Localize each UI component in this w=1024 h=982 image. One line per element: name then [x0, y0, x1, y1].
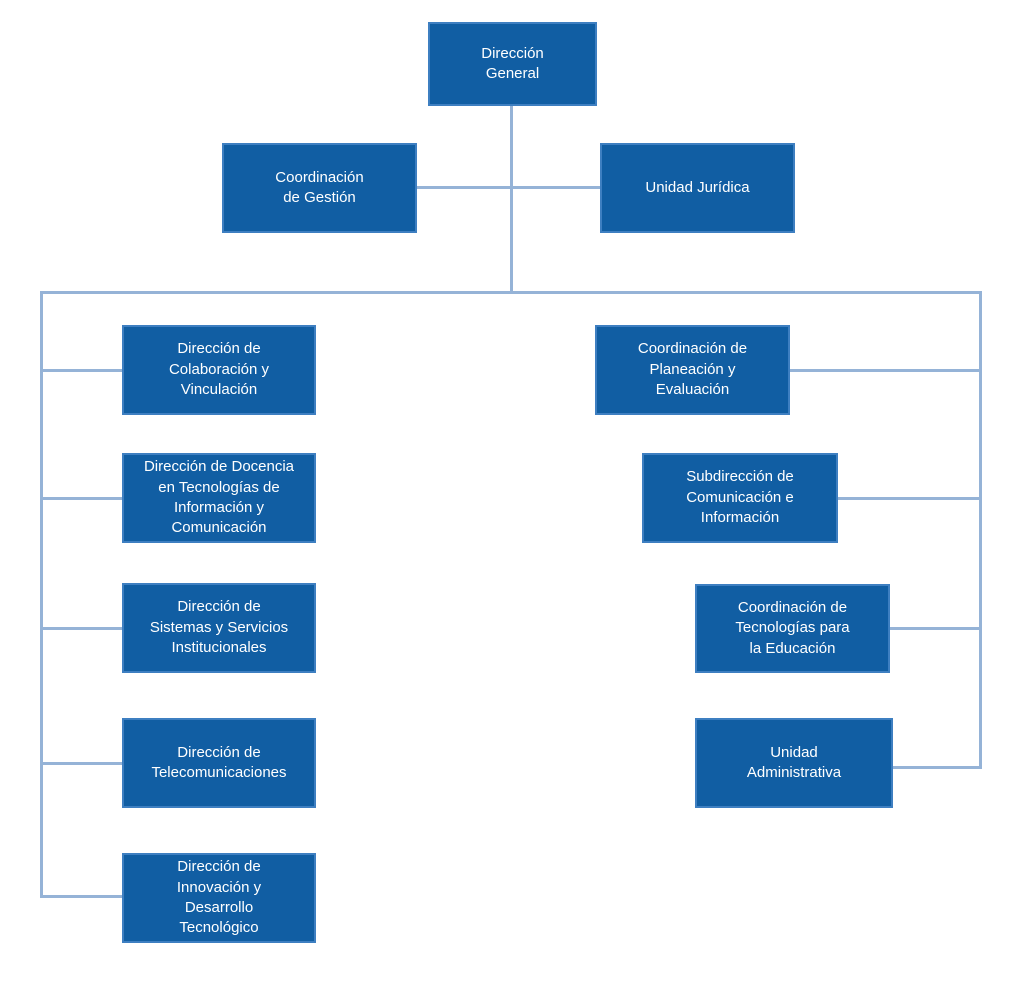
connector-branch-comunicacion	[838, 497, 979, 500]
org-node-direccion-sistemas-servicios: Dirección de Sistemas y Servicios Instit…	[122, 583, 316, 673]
org-node-direccion-telecomunicaciones: Dirección de Telecomunicaciones	[122, 718, 316, 808]
org-node-direccion-innovacion-desarrollo: Dirección de Innovación y Desarrollo Tec…	[122, 853, 316, 943]
connector-branch-innovacion	[40, 895, 122, 898]
org-node-subdireccion-comunicacion-informacion: Subdirección de Comunicación e Informaci…	[642, 453, 838, 543]
connector-branch-docencia	[40, 497, 122, 500]
connector-branch-planeacion	[790, 369, 979, 372]
org-node-coordinacion-gestion: Coordinación de Gestión	[222, 143, 417, 233]
connector-level2-horizontal	[417, 186, 600, 189]
connector-branch-telecom	[40, 762, 122, 765]
connector-branch-tecnologias	[890, 627, 979, 630]
connector-right-spine	[979, 291, 982, 769]
org-node-unidad-juridica: Unidad Jurídica	[600, 143, 795, 233]
connector-left-spine	[40, 291, 43, 898]
org-node-direccion-colaboracion-vinculacion: Dirección de Colaboración y Vinculación	[122, 325, 316, 415]
connector-branch-administrativa	[893, 766, 979, 769]
org-node-direccion-general: Dirección General	[428, 22, 597, 106]
connector-branch-colaboracion	[40, 369, 122, 372]
org-node-coordinacion-planeacion-evaluacion: Coordinación de Planeación y Evaluación	[595, 325, 790, 415]
org-node-unidad-administrativa: Unidad Administrativa	[695, 718, 893, 808]
org-node-direccion-docencia-tic: Dirección de Docencia en Tecnologías de …	[122, 453, 316, 543]
connector-main-rail	[40, 291, 982, 294]
org-node-coordinacion-tecnologias-educacion: Coordinación de Tecnologías para la Educ…	[695, 584, 890, 673]
connector-root-drop	[510, 105, 513, 294]
connector-branch-sistemas	[40, 627, 122, 630]
